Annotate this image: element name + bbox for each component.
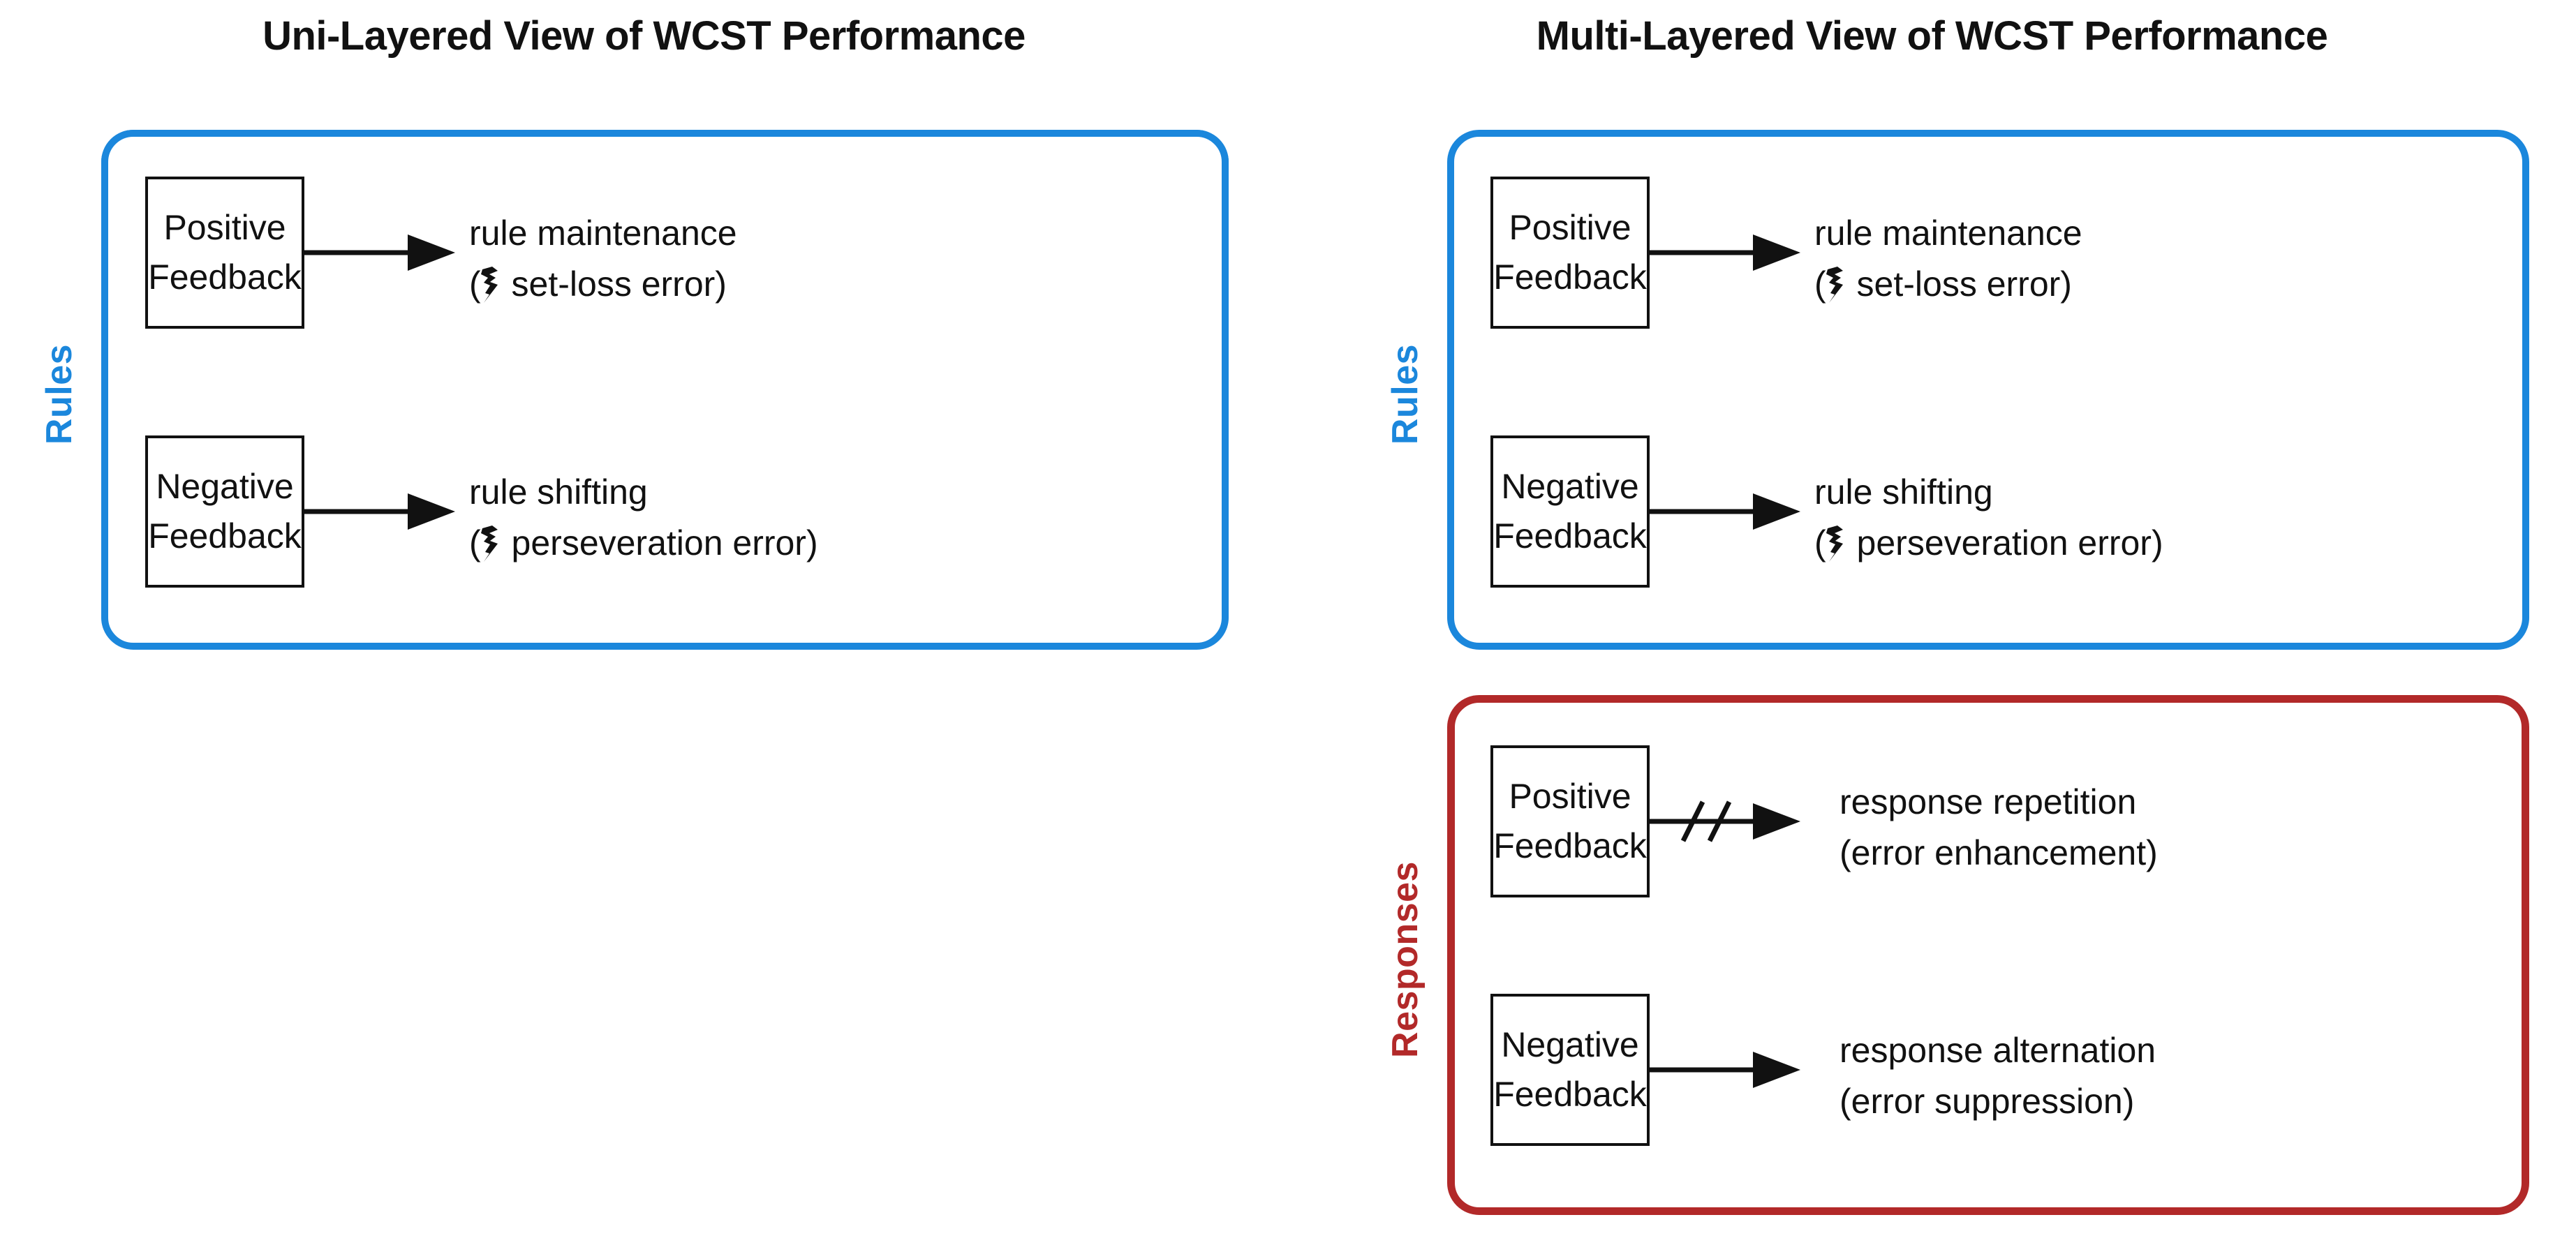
solid-arrow-icon-rules-positive-left <box>304 234 455 271</box>
outcome-paren-open: ( <box>469 264 481 304</box>
lightning-bolt-icon <box>480 266 498 303</box>
outcome-paren-open: ( <box>1814 264 1826 304</box>
side-label-rules-right: Rules <box>1385 343 1426 445</box>
page-title-multi-layered: Multi-Layered View of WCST Performance <box>1536 13 2328 59</box>
feedback-box-line-2: Feedback <box>1493 826 1647 865</box>
outcome-tail: perseveration error) <box>501 523 818 562</box>
outcome-line-1: rule maintenance <box>469 214 737 253</box>
outcome-line-1: rule shifting <box>469 472 648 512</box>
outcome-tail: perseveration error) <box>1846 523 2163 562</box>
feedback-box-negative-responses-right: Negative Feedback <box>1490 994 1650 1146</box>
outcome-text-responses-negative-right: response alternation (error suppression) <box>1840 1025 2156 1126</box>
feedback-box-negative-rules-right: Negative Feedback <box>1490 435 1650 588</box>
outcome-text-responses-positive-right: response repetition (error enhancement) <box>1840 777 2158 878</box>
outcome-text-rules-positive-right: rule maintenance ( set-loss error) <box>1814 208 2082 309</box>
solid-arrow-icon-rules-positive-right <box>1650 234 1800 271</box>
feedback-box-positive-rules-left: Positive Feedback <box>145 177 304 329</box>
lightning-bolt-icon <box>480 525 498 562</box>
page-title-uni-layered: Uni-Layered View of WCST Performance <box>262 13 1026 59</box>
feedback-box-line-1: Positive <box>1509 208 1631 247</box>
feedback-box-line-1: Positive <box>1509 777 1631 816</box>
outcome-paren-open: ( <box>469 523 481 562</box>
outcome-line-2: ( set-loss error) <box>1814 259 2082 310</box>
solid-arrow-icon-rules-negative-right <box>1650 493 1800 530</box>
outcome-tail: set-loss error) <box>501 264 727 304</box>
feedback-box-negative-rules-left: Negative Feedback <box>145 435 304 588</box>
side-label-rules-left: Rules <box>39 343 80 445</box>
outcome-text-rules-negative-right: rule shifting ( perseveration error) <box>1814 467 2163 568</box>
outcome-line-2: ( perseveration error) <box>1814 518 2163 569</box>
feedback-box-line-2: Feedback <box>1493 1075 1647 1114</box>
outcome-line-2: (error suppression) <box>1840 1081 2135 1121</box>
outcome-line-2: ( perseveration error) <box>469 518 818 569</box>
side-label-responses-right: Responses <box>1385 861 1426 1058</box>
outcome-line-2: ( set-loss error) <box>469 259 737 310</box>
feedback-box-line-2: Feedback <box>1493 258 1647 297</box>
feedback-box-line-1: Positive <box>163 208 286 247</box>
outcome-text-rules-negative-left: rule shifting ( perseveration error) <box>469 467 818 568</box>
feedback-box-line-1: Negative <box>1501 467 1639 506</box>
solid-arrow-icon-responses-negative-right <box>1650 1052 1800 1088</box>
lightning-bolt-icon <box>1826 525 1843 562</box>
outcome-line-2: (error enhancement) <box>1840 833 2158 872</box>
feedback-box-line-2: Feedback <box>148 258 302 297</box>
outcome-paren-open: ( <box>1814 523 1826 562</box>
outcome-line-1: response repetition <box>1840 782 2137 821</box>
feedback-box-line-2: Feedback <box>148 516 302 556</box>
blocked-arrow-icon-responses-positive-right <box>1650 800 1800 842</box>
solid-arrow-icon-rules-negative-left <box>304 493 455 530</box>
feedback-box-positive-responses-right: Positive Feedback <box>1490 745 1650 897</box>
outcome-line-1: response alternation <box>1840 1031 2156 1070</box>
outcome-text-rules-positive-left: rule maintenance ( set-loss error) <box>469 208 737 309</box>
outcome-tail: set-loss error) <box>1846 264 2072 304</box>
outcome-line-1: rule shifting <box>1814 472 1993 512</box>
lightning-bolt-icon <box>1826 266 1843 303</box>
multi-layered-panel: Multi-Layered View of WCST Performance R… <box>1288 0 2576 1245</box>
feedback-box-line-1: Negative <box>156 467 294 506</box>
outcome-line-1: rule maintenance <box>1814 214 2082 253</box>
feedback-box-line-1: Negative <box>1501 1025 1639 1064</box>
feedback-box-positive-rules-right: Positive Feedback <box>1490 177 1650 329</box>
feedback-box-line-2: Feedback <box>1493 516 1647 556</box>
uni-layered-panel: Uni-Layered View of WCST Performance Rul… <box>39 13 1229 650</box>
